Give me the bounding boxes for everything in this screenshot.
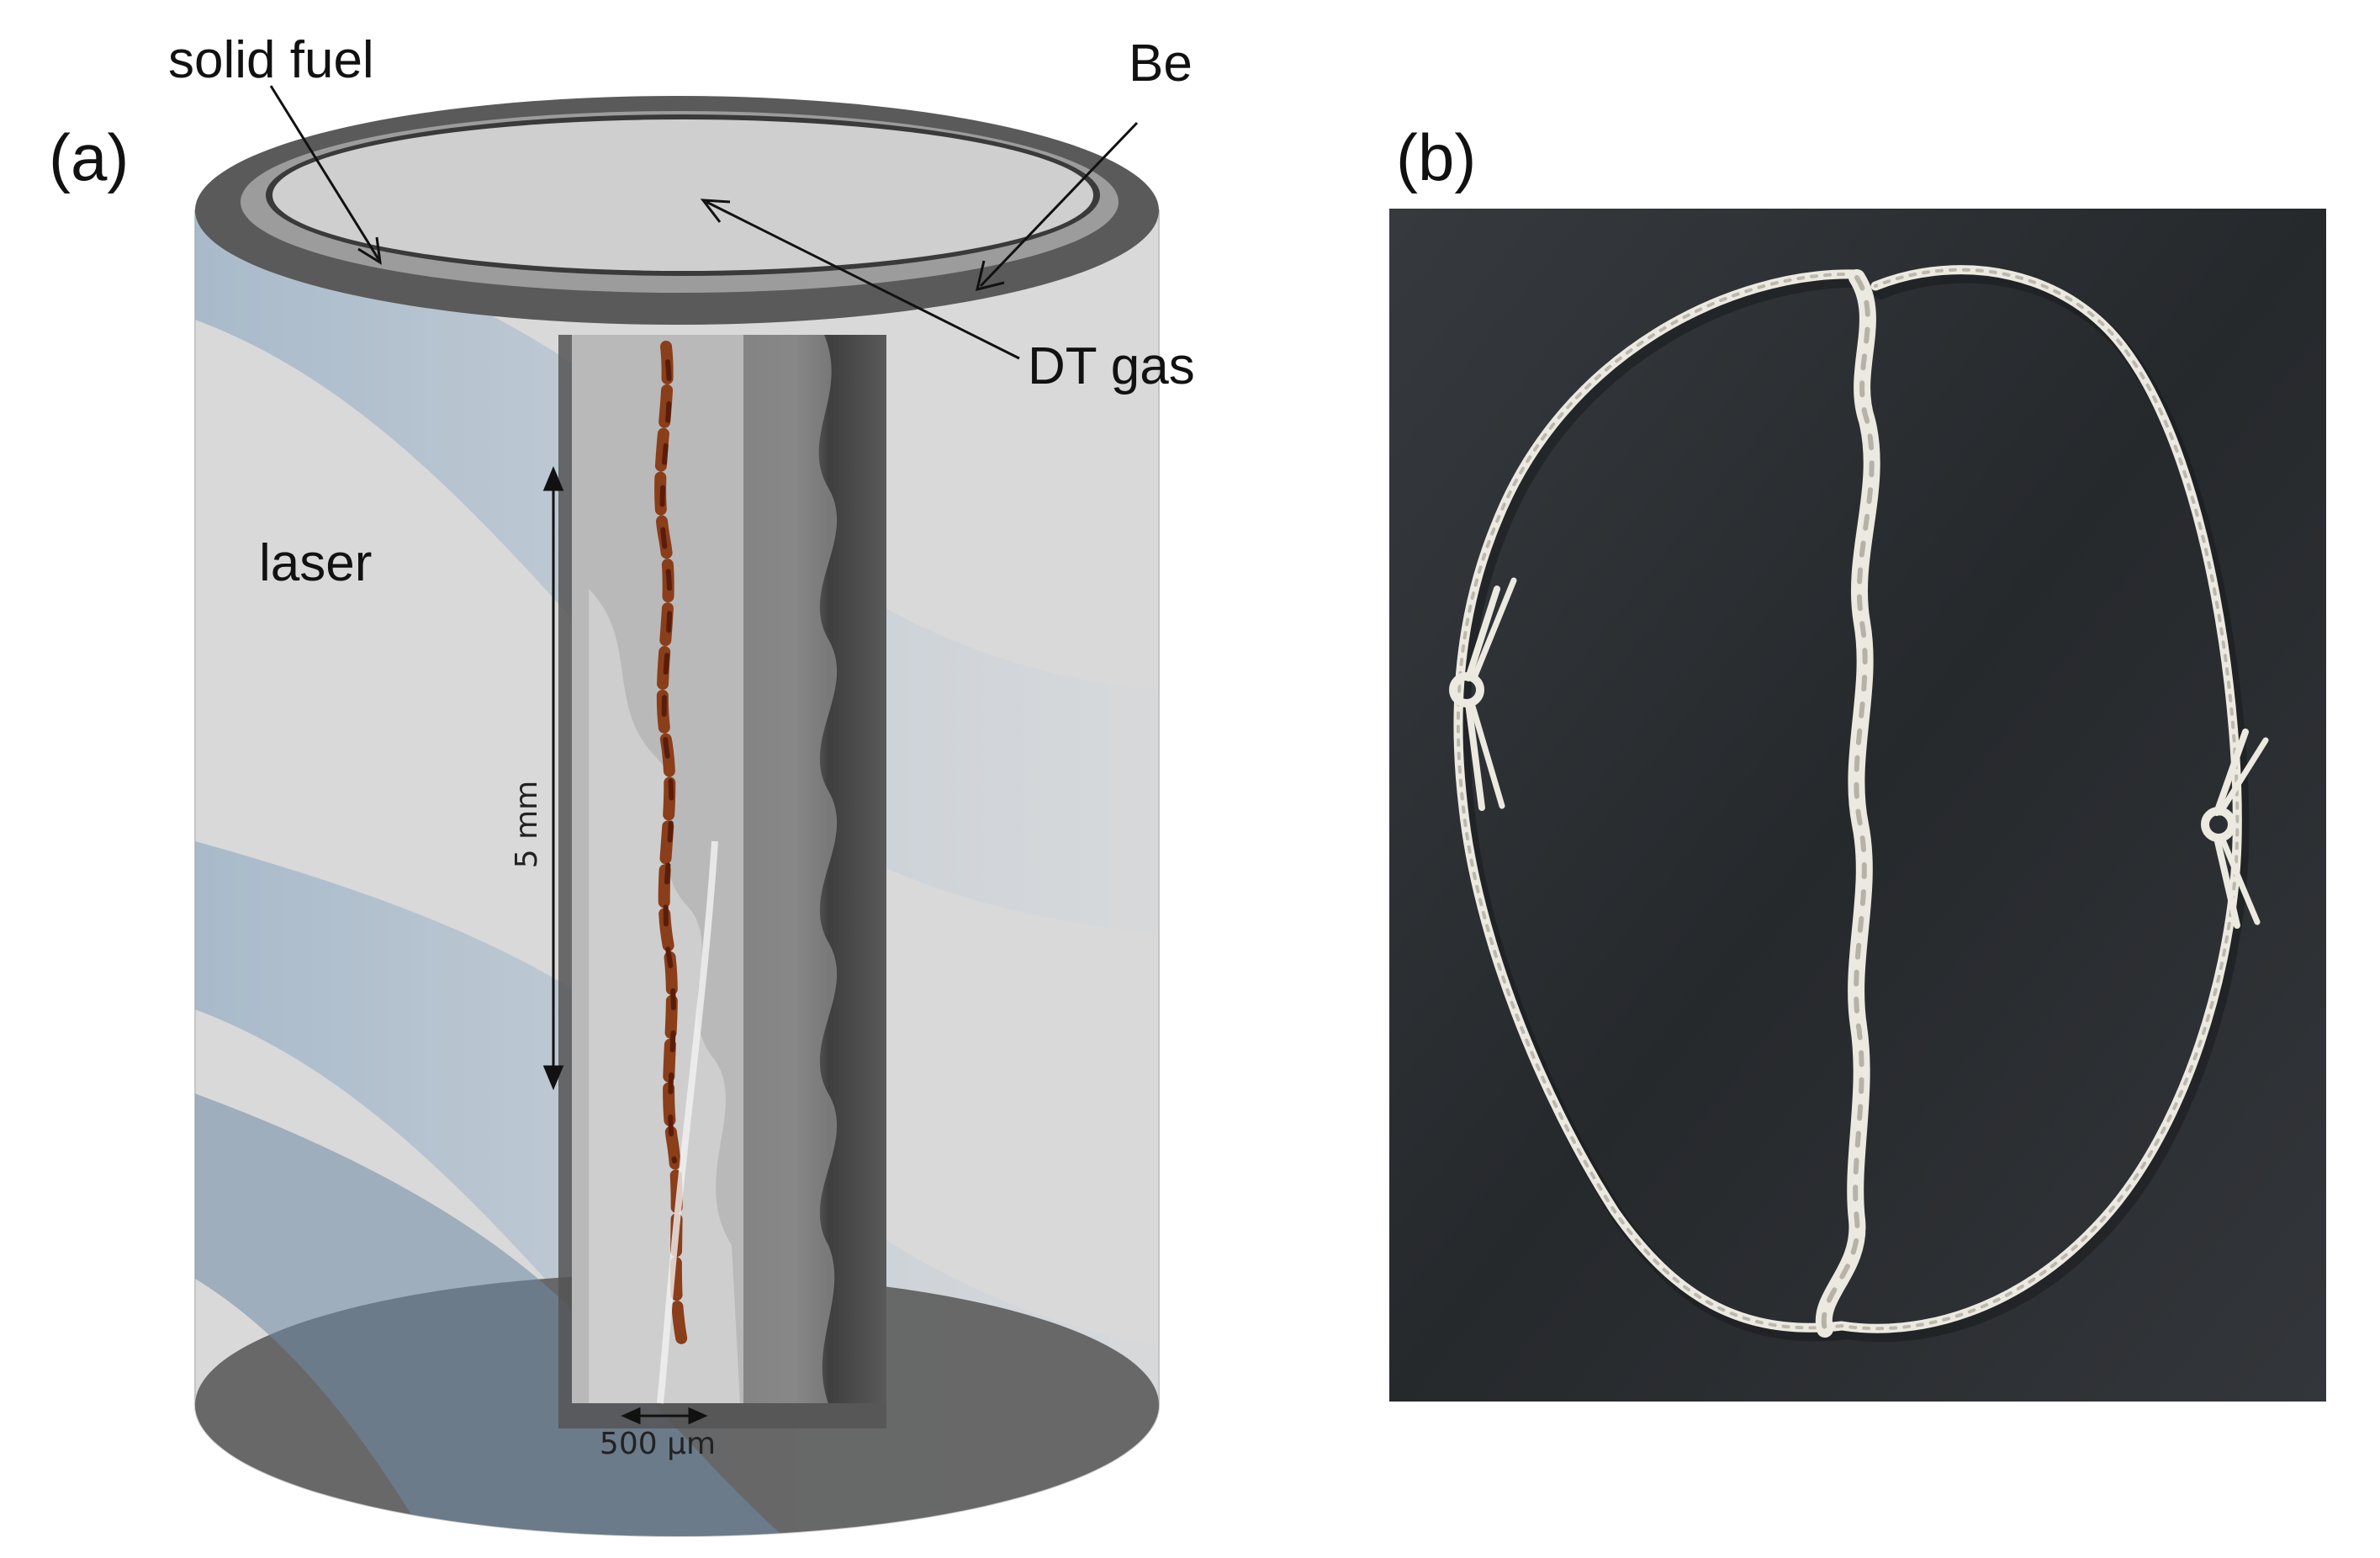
scale-bar-horizontal-arrow-right (688, 1407, 708, 1425)
dt-gas-arrow-line (706, 200, 1020, 360)
scale-bar-horizontal-arrow-left (621, 1407, 641, 1425)
xray-plasma-swirl (589, 589, 740, 1403)
be-arrow-line (979, 121, 1139, 288)
label-laser: laser (259, 534, 372, 592)
knot-left (1449, 577, 1517, 811)
scale-label-500um: 500 μm (600, 1427, 716, 1461)
annotation-arrows (269, 85, 1139, 360)
string-outer-loop-twist (1456, 268, 2240, 1331)
xray-wavy-edge (743, 335, 838, 1403)
panel-a-tag: (a) (49, 120, 129, 194)
scale-bar-vertical-arrow-top (542, 466, 564, 491)
iron-streak (654, 341, 689, 1352)
scale-label-5mm: 5 mm (510, 781, 544, 868)
scale-bar-vertical (542, 466, 564, 1090)
xray-image-strip (558, 335, 886, 1428)
panel-b-string-photo: (b) (1389, 120, 2326, 1402)
be-arrow-head (975, 260, 1005, 292)
label-dt-gas: DT gas (1028, 337, 1195, 395)
string-center-strand-twist (1821, 275, 1875, 1332)
label-solid-fuel: solid fuel (168, 31, 374, 89)
scale-bar-horizontal (621, 1407, 708, 1425)
knot-right (2201, 729, 2269, 929)
solid-fuel-arrow-head (357, 236, 382, 265)
scale-bar-vertical-arrow-bottom (542, 1065, 564, 1090)
top-cap (195, 96, 1159, 325)
dt-gas-arrow-head (700, 199, 731, 223)
panel-a-cylinder-diagram: 5 mm 500 μm (a) solid fuel Be DT gas las… (49, 31, 1195, 1537)
panel-b-tag: (b) (1396, 120, 1476, 194)
solid-fuel-arrow-line (269, 85, 380, 260)
laser-band-lower-on-disk (195, 1094, 807, 1536)
dt-gas-region (272, 119, 1093, 271)
string-loop (1449, 265, 2269, 1343)
xray-bright-filament (657, 840, 718, 1404)
label-be: Be (1129, 34, 1193, 93)
iron-streak-core (659, 359, 677, 1163)
